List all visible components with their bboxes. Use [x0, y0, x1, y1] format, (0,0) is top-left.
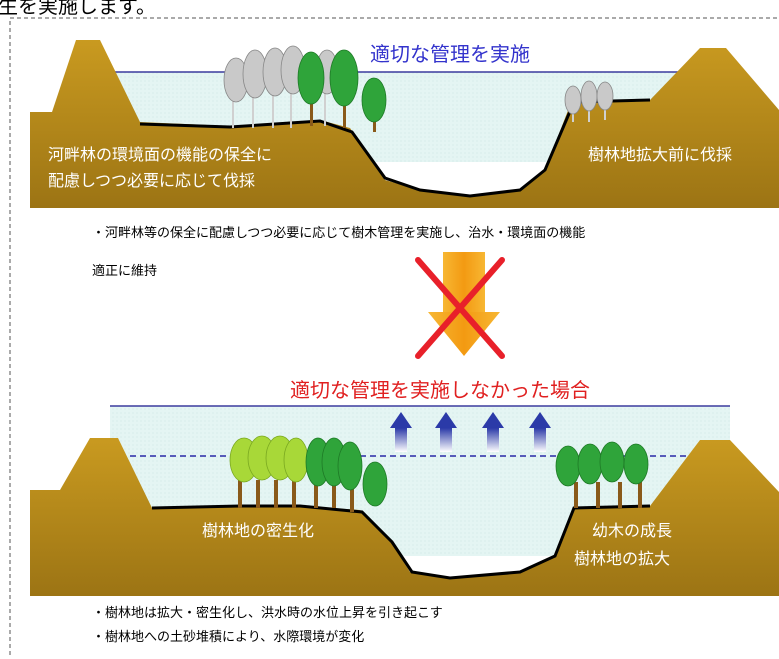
bottom-ground [30, 438, 779, 596]
bottom-panel [30, 405, 779, 596]
bottom-young-trees [555, 441, 649, 508]
rise-arrow-3 [482, 412, 504, 452]
bottom-note-line2: ・樹林地への土砂堆積により、水際環境が変化 [92, 630, 365, 645]
rise-arrow-4 [529, 412, 551, 452]
top-note-line2: 適正に維持 [92, 264, 158, 279]
top-label-left-line2: 配慮しつつ必要に応じて伐採 [48, 171, 256, 190]
top-panel [30, 40, 779, 208]
top-right-grey-trees [564, 80, 614, 122]
bottom-note-line1: ・樹林地は拡大・密生化し、洪水時の水位上昇を引き起こす [92, 606, 443, 621]
water-rise-arrows [390, 412, 551, 452]
top-ground [30, 40, 779, 208]
rise-arrow-2 [435, 412, 457, 452]
top-label-left-line1: 河畔林の環境面の機能の保全に [48, 145, 273, 164]
bottom-label-right-line2: 樹林地の拡大 [574, 549, 671, 568]
top-note-line1: ・河畔林等の保全に配慮しつつ必要に応じて樹木管理を実施し、治水・環境面の機能 [92, 226, 586, 241]
top-green-trees [297, 49, 387, 132]
heading-fragment: 生を実施します。 [0, 0, 156, 18]
cross-mark [415, 257, 505, 359]
top-caption: 適切な管理を実施 [370, 42, 530, 66]
bottom-dense-trees [229, 435, 388, 512]
rise-arrow-1 [390, 412, 412, 452]
bottom-caption: 適切な管理を実施しなかった場合 [290, 378, 590, 402]
top-label-right: 樹林地拡大前に伐採 [588, 145, 733, 164]
frame-border [9, 17, 779, 655]
bottom-label-left: 樹林地の密生化 [202, 521, 315, 540]
bottom-riverbed-line [151, 504, 651, 580]
bottom-label-right-line1: 幼木の成長 [592, 521, 673, 540]
